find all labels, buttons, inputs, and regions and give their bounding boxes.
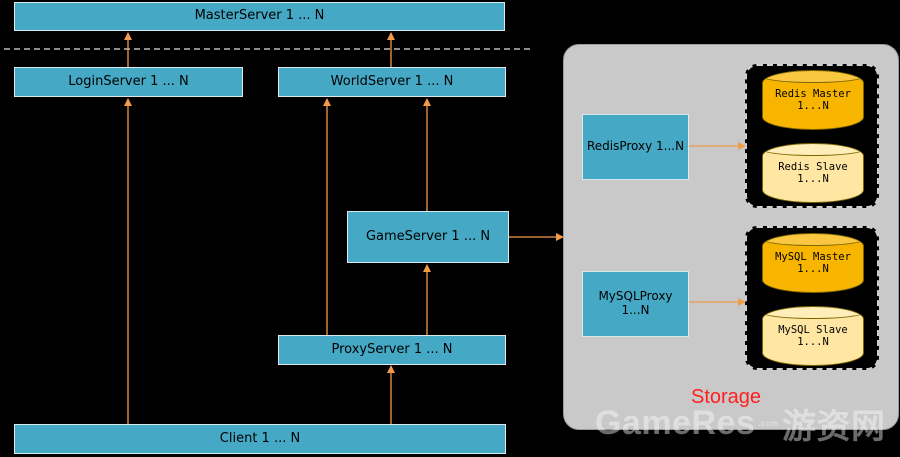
mysql-master-label-line-2: 1...N bbox=[797, 263, 829, 275]
redis-slave-db: Redis Slave 1...N bbox=[762, 143, 864, 203]
login-server-node: LoginServer 1 ... N bbox=[14, 67, 243, 97]
client-node: Client 1 ... N bbox=[14, 424, 506, 454]
game-server-node: GameServer 1 ... N bbox=[347, 211, 509, 263]
storage-label: Storage bbox=[691, 386, 762, 408]
mysql-proxy-label-line-1: MySQLProxy bbox=[598, 289, 673, 304]
watermark-sub: .com bbox=[758, 418, 780, 428]
redis-slave-label-line-1: Redis Slave bbox=[778, 161, 848, 173]
mysql-master-label-line-1: MySQL Master bbox=[775, 251, 851, 263]
mysql-slave-label-line-1: MySQL Slave bbox=[778, 324, 848, 336]
master-server-node: MasterServer 1 ... N bbox=[14, 2, 505, 31]
watermark-main: GameRes bbox=[595, 403, 756, 442]
mysql-master-db: MySQL Master 1...N bbox=[762, 233, 864, 293]
mysql-slave-label-line-2: 1...N bbox=[797, 336, 829, 348]
redis-master-label-line-2: 1...N bbox=[797, 100, 829, 112]
proxy-server-node: ProxyServer 1 ... N bbox=[278, 335, 506, 365]
redis-master-db: Redis Master 1...N bbox=[762, 70, 864, 130]
mysql-proxy-node: MySQLProxy 1...N bbox=[582, 271, 689, 337]
redis-slave-label-line-2: 1...N bbox=[797, 173, 829, 185]
watermark-cjk: 游资网 bbox=[782, 407, 886, 446]
world-server-node: WorldServer 1 ... N bbox=[278, 67, 506, 97]
layer-divider bbox=[4, 48, 530, 50]
redis-master-label-line-1: Redis Master bbox=[775, 88, 851, 100]
mysql-proxy-label-line-2: 1...N bbox=[621, 303, 650, 317]
redis-proxy-node: RedisProxy 1...N bbox=[582, 114, 689, 180]
mysql-slave-db: MySQL Slave 1...N bbox=[762, 306, 864, 366]
watermark: GameRes .com 游资网 bbox=[595, 402, 895, 446]
